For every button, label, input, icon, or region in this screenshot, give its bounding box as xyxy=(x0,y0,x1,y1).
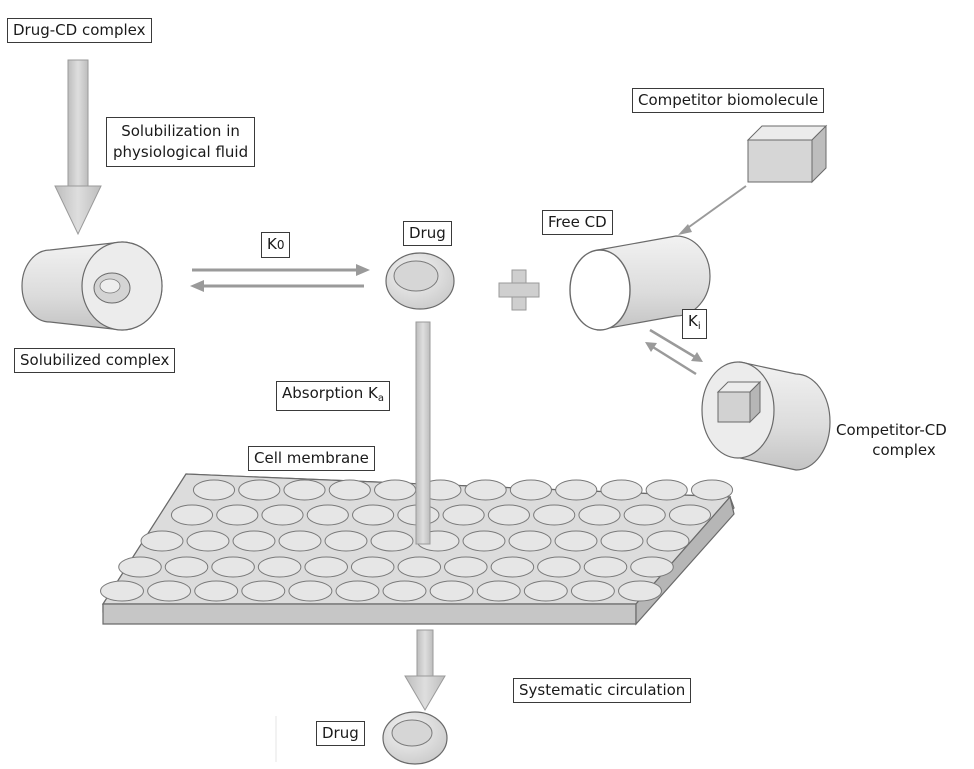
ki-equilibrium-arrows xyxy=(645,328,703,376)
membrane-lipid-cell xyxy=(462,530,506,552)
absorption-arrow xyxy=(415,321,431,545)
membrane-lipid-cell xyxy=(370,530,414,552)
membrane-lipid-cell xyxy=(630,556,674,578)
solubilized-complex-shape xyxy=(21,241,163,331)
membrane-lipid-cell xyxy=(352,504,395,526)
membrane-lipid-cell xyxy=(306,504,349,526)
drug-bottom-label: Drug xyxy=(316,721,365,746)
free-cd-shape xyxy=(569,235,711,331)
membrane-lipid-cell xyxy=(164,556,209,578)
membrane-lipid-cell xyxy=(476,580,521,602)
membrane-lipid-cell xyxy=(147,580,192,602)
solubilization-line2: physiological fluid xyxy=(113,143,249,161)
circulation-arrow xyxy=(404,629,446,711)
membrane-lipid-cell xyxy=(288,580,333,602)
membrane-lipid-cell xyxy=(241,580,286,602)
membrane-lipid-cell xyxy=(690,479,734,501)
membrane-lipid-cell xyxy=(186,530,230,552)
membrane-lipid-cell xyxy=(578,504,621,526)
membrane-lipid-cell xyxy=(382,580,427,602)
membrane-lipid-cell xyxy=(537,556,581,578)
drug-top-label: Drug xyxy=(403,221,452,246)
competitor-cd-line1: Competitor-CD xyxy=(836,421,947,439)
membrane-lipid-cell xyxy=(211,556,255,578)
membrane-lipid-cell xyxy=(335,580,380,602)
membrane-lipid-cell xyxy=(170,504,214,526)
systematic-circulation-label: Systematic circulation xyxy=(513,678,692,703)
membrane-lipid-cell xyxy=(118,556,162,578)
solubilization-label: Solubilization in physiological fluid xyxy=(106,117,256,167)
membrane-lipid-cell xyxy=(583,556,628,578)
solubilized-complex-label: Solubilized complex xyxy=(14,348,176,373)
drug-shape-top xyxy=(385,252,455,310)
k0-label: K0 xyxy=(261,232,291,258)
membrane-lipid-cell xyxy=(397,556,442,578)
membrane-lipid-cell xyxy=(442,504,485,526)
membrane-lipid-cell xyxy=(646,530,690,552)
membrane-lipid-cell xyxy=(523,580,568,602)
free-cd-label: Free CD xyxy=(542,210,613,235)
solubilization-arrow xyxy=(54,59,102,236)
membrane-lipid-cell xyxy=(140,530,184,552)
membrane-lipid-cell xyxy=(508,530,552,552)
membrane-lipid-cell xyxy=(490,556,535,578)
membrane-lipid-cell xyxy=(600,479,643,501)
competitor-binding-arrow xyxy=(678,185,747,235)
membrane-lipid-cell xyxy=(328,479,371,501)
membrane-lipid-cell xyxy=(444,556,488,578)
membrane-lipid-cell xyxy=(216,504,259,526)
membrane-lipid-cell xyxy=(192,479,236,501)
membrane-lipid-cell xyxy=(464,479,507,501)
absorption-sub: a xyxy=(377,393,384,404)
membrane-lipid-cell xyxy=(350,556,395,578)
membrane-lipid-cell xyxy=(257,556,302,578)
membrane-lipid-cell xyxy=(261,504,304,526)
membrane-lipid-cell xyxy=(232,530,276,552)
membrane-lipid-cell xyxy=(100,580,144,602)
membrane-lipid-cell xyxy=(645,479,688,501)
drug-cd-complex-label: Drug-CD complex xyxy=(7,18,152,43)
competitor-cd-complex-label: Competitor-CD complex xyxy=(836,420,972,460)
ki-main: K xyxy=(688,312,698,330)
membrane-lipid-cell xyxy=(555,479,598,501)
membrane-lipid-cell xyxy=(278,530,322,552)
membrane-lipid-cell xyxy=(533,504,576,526)
membrane-lipid-cell xyxy=(194,580,239,602)
membrane-lipid-cell xyxy=(554,530,598,552)
membrane-lipid-cell xyxy=(374,479,417,501)
ki-sub: i xyxy=(697,321,701,332)
membrane-lipid-cell xyxy=(283,479,326,501)
absorption-label: Absorption Ka xyxy=(276,381,390,411)
membrane-lipid-cell xyxy=(238,479,281,501)
k0-main: K xyxy=(267,235,277,253)
membrane-lipid-cell xyxy=(487,504,530,526)
k0-sub: 0 xyxy=(276,238,285,252)
competitor-box-shape xyxy=(746,124,828,184)
membrane-lipid-cell xyxy=(668,504,712,526)
competitor-biomolecule-label: Competitor biomolecule xyxy=(632,88,825,113)
membrane-lipid-cell xyxy=(509,479,553,501)
k0-equilibrium-arrows xyxy=(190,264,370,292)
absorption-main: Absorption K xyxy=(282,384,378,402)
cell-membrane-label: Cell membrane xyxy=(248,446,375,471)
ki-label: Ki xyxy=(682,309,707,339)
competitor-cd-complex-shape xyxy=(701,361,831,471)
membrane-lipid-cell xyxy=(600,530,644,552)
membrane-lipid-cell xyxy=(618,580,662,602)
drug-shape-bottom xyxy=(382,711,448,765)
membrane-lipid-cell xyxy=(324,530,368,552)
competitor-cd-line2: complex xyxy=(872,441,936,459)
membrane-lipid-cell xyxy=(570,580,615,602)
solubilization-line1: Solubilization in xyxy=(121,122,240,140)
membrane-lipid-cell xyxy=(623,504,666,526)
membrane-lipid-cell xyxy=(304,556,349,578)
membrane-lipid-cell xyxy=(429,580,474,602)
plus-icon xyxy=(498,269,540,311)
